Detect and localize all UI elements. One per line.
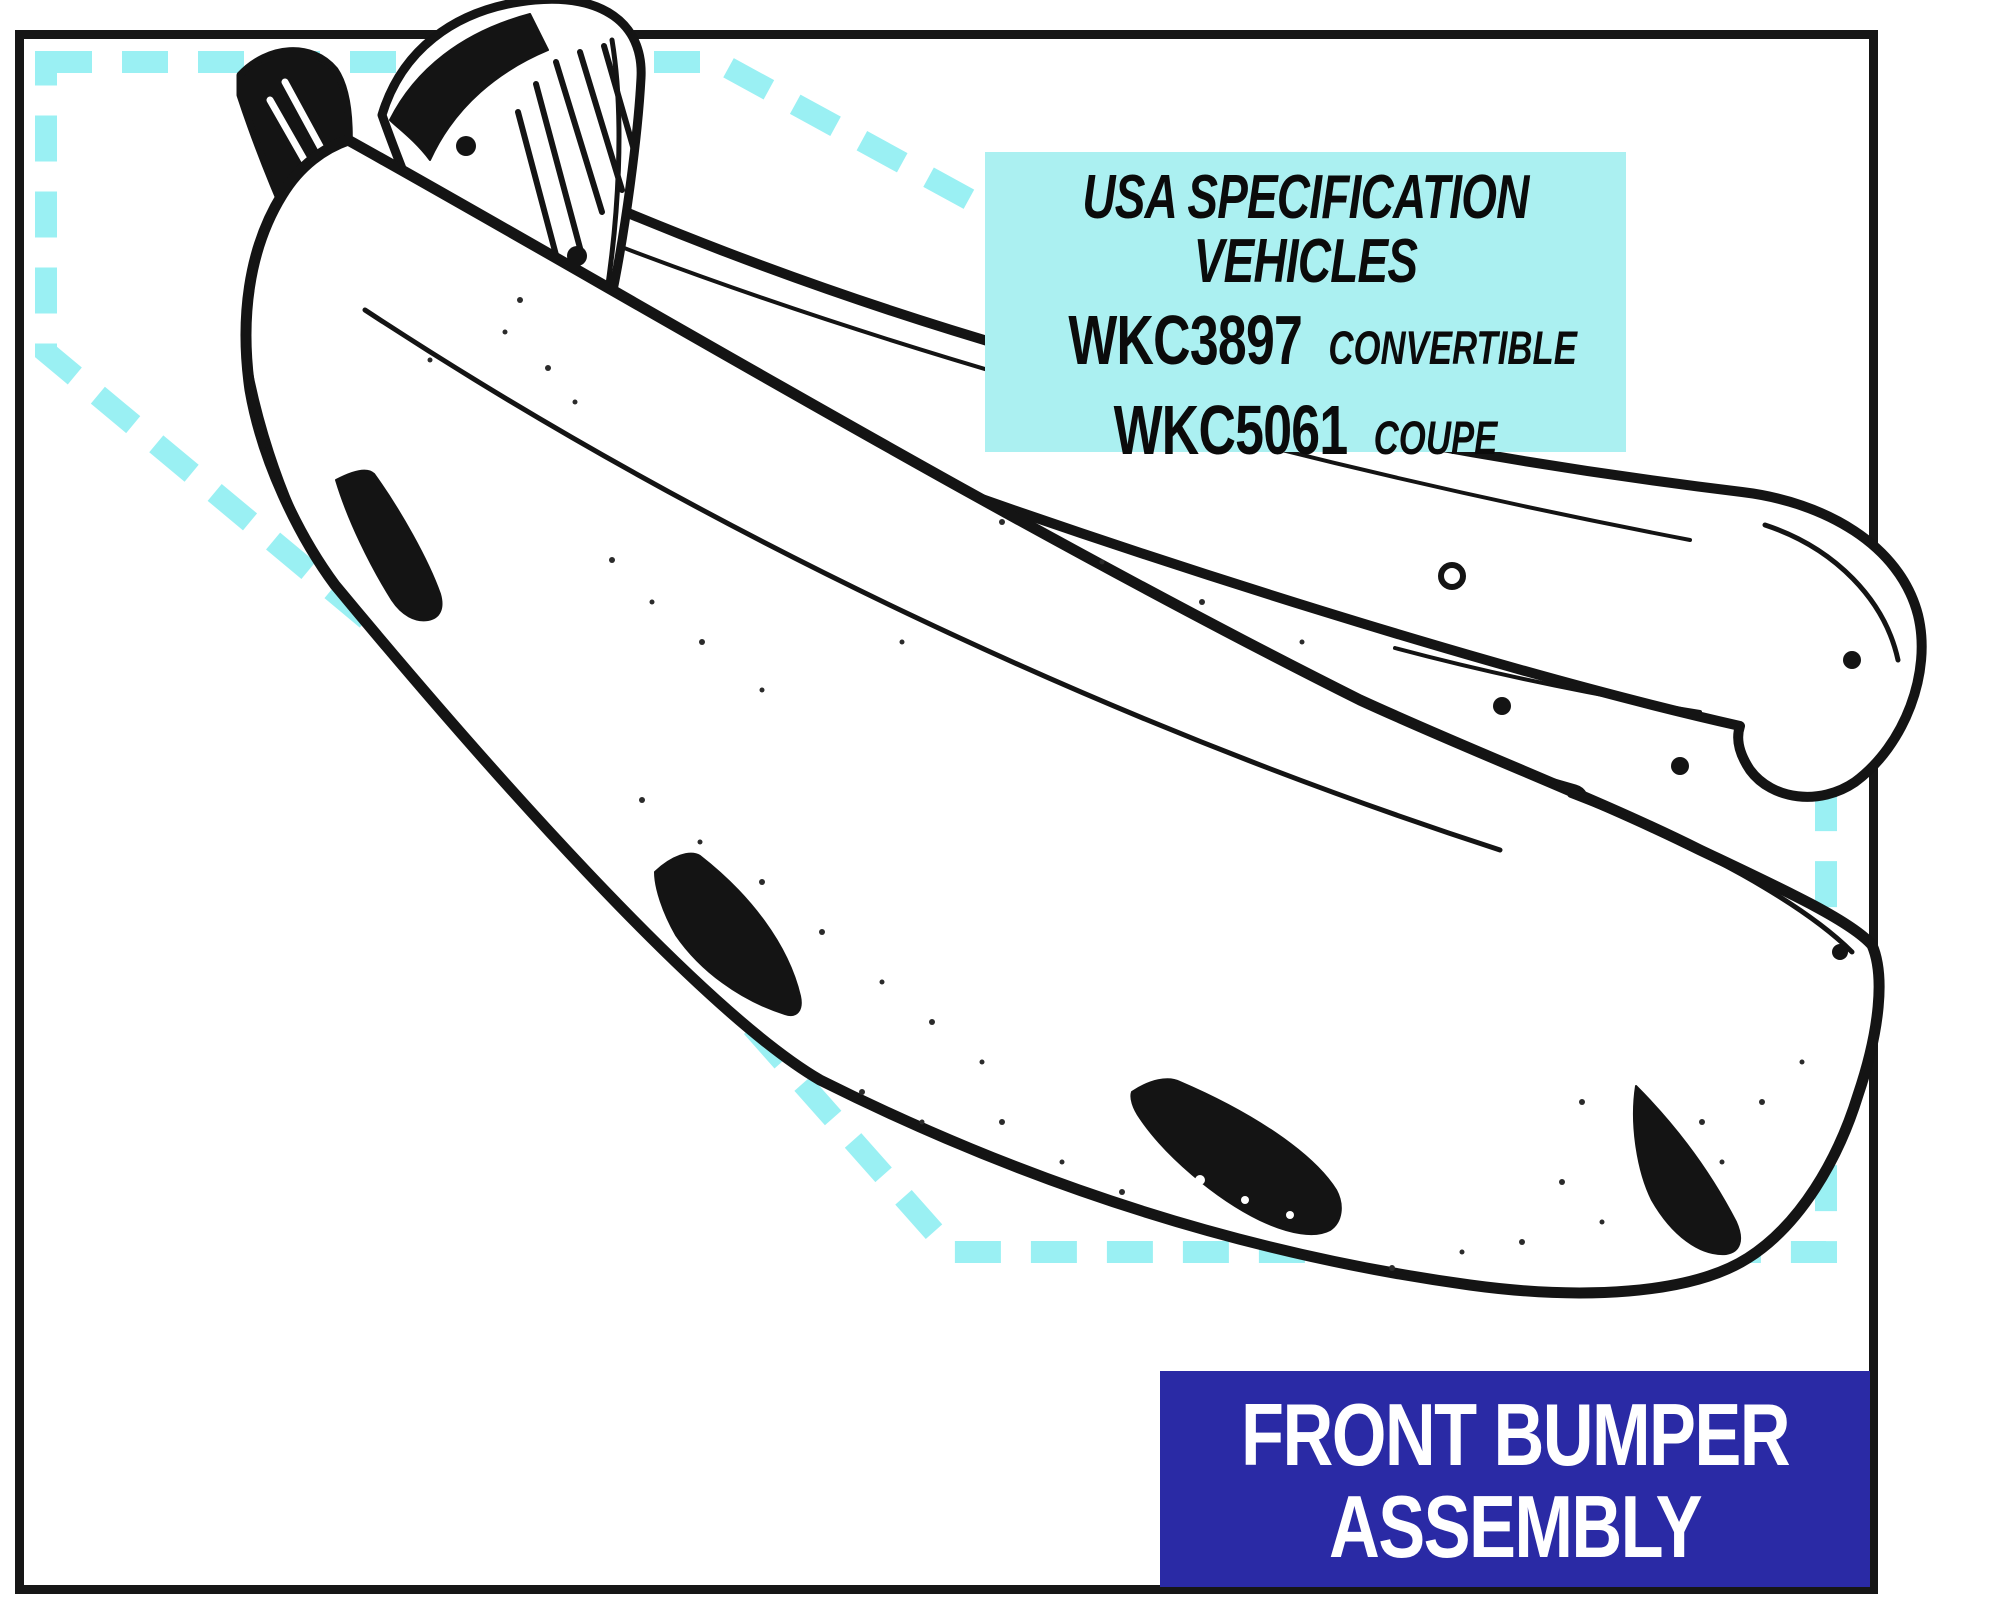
spec-title-line1: USA SPECIFICATION (1082, 163, 1529, 232)
usa-spec-dashed-outline (35, 51, 1837, 1263)
page-frame-border (15, 30, 1878, 1594)
spec-callout-box: USA SPECIFICATION VEHICLES WKC3897 CONVE… (985, 152, 1626, 466)
lower-bumper-crease (362, 307, 1503, 853)
assembly-title-line1: FRONT BUMPER (1241, 1385, 1790, 1484)
part-number-coupe: WKC5061 (1113, 391, 1349, 469)
left-vent-slot (335, 469, 443, 622)
guard-shadow-wedge (389, 13, 549, 161)
stipple-shading (427, 297, 1805, 1271)
left-overrider-highlights (266, 78, 326, 174)
right-shadow-wedge (1633, 1085, 1742, 1256)
towing-eye-detail (1438, 562, 1466, 590)
part-row-coupe: WKC5061 COUPE (1068, 394, 1542, 474)
upper-bumper-crease-right (1393, 646, 1702, 714)
spec-title-line2: VEHICLES (1193, 227, 1418, 296)
lower-end-cap-inner-line (1567, 792, 1855, 955)
body-style-convertible: CONVERTIBLE (1328, 321, 1577, 374)
bottom-intake-slot (1130, 1078, 1342, 1236)
part-row-convertible: WKC3897 CONVERTIBLE (1068, 301, 1577, 384)
assembly-title-line2: ASSEMBLY (1329, 1477, 1702, 1576)
assembly-title-box: FRONT BUMPER ASSEMBLY (1160, 1371, 1870, 1587)
guard-rim-line (603, 37, 622, 301)
lower-cap-rivet (1832, 944, 1848, 960)
left-edge-shadow (244, 343, 347, 602)
upper-end-cap-inner-line (1762, 522, 1901, 663)
center-shadow-wedge (654, 852, 802, 1016)
lower-bumper-drawing (240, 134, 1885, 1299)
part-number-convertible: WKC3897 (1068, 301, 1303, 379)
body-style-coupe: COUPE (1373, 411, 1498, 464)
